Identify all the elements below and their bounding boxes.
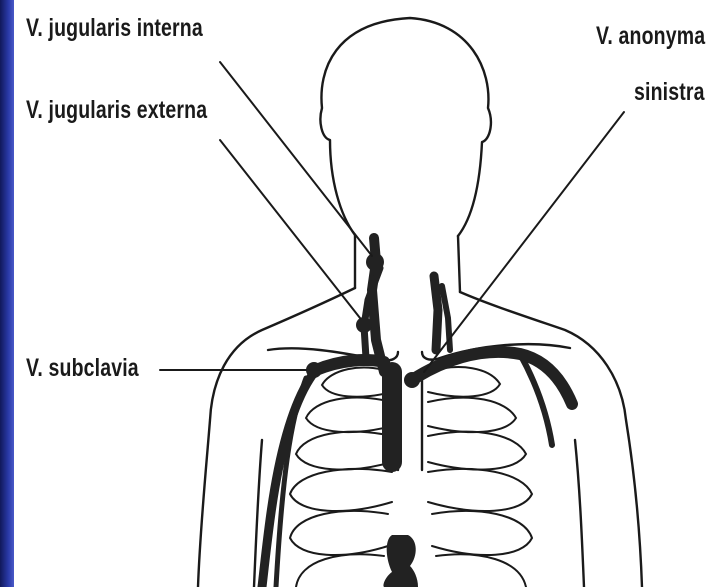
rib-right-5 [432,511,532,555]
junction-dot-jugular-externa [356,317,372,333]
rib-right-2 [428,398,516,432]
neck-right [458,236,460,292]
junction-dot-anonyma [404,372,420,388]
label-anonyma-line1: V. anonyma [596,22,705,51]
junction-dot-jugular-interna [366,253,384,271]
label-jugularis-externa: V. jugularis externa [26,96,207,125]
vein-axillary-left [262,370,316,587]
label-anonyma-line2: sinistra [634,78,705,107]
label-subclavia: V. subclavia [26,354,139,383]
leader-anonyma-sinistra [424,112,624,372]
leader-jugularis-externa [220,140,360,318]
leader-jugularis-interna [220,62,372,256]
rib-right-6 [436,554,526,587]
vein-jugular-right [434,276,438,350]
rib-left-3 [296,432,392,470]
arm-inner-right [575,440,584,587]
rib-right-4 [428,469,532,511]
rib-left-5 [290,511,388,555]
heart-silhouette [383,535,418,587]
head-outline [320,18,490,236]
rib-right-3 [428,432,526,470]
rib-left-4 [290,469,392,511]
label-jugularis-interna: V. jugularis interna [26,14,203,43]
rib-left-6 [296,554,384,587]
junction-dot-subclavia [306,362,322,378]
rib-left-2 [306,398,392,432]
